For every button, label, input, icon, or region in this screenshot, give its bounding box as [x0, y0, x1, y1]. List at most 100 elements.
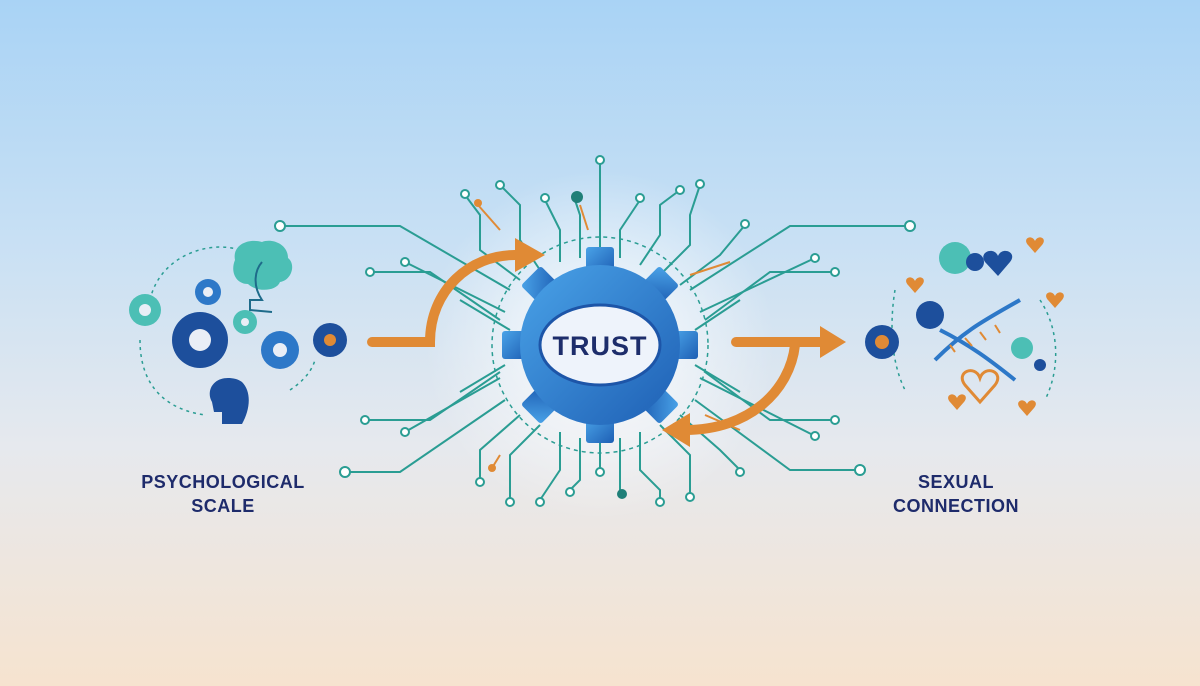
dna-icon	[933, 298, 1021, 382]
circuit-dot	[488, 464, 496, 472]
heart-icon	[1018, 400, 1036, 416]
circuit-node	[339, 466, 351, 478]
heart-icon	[906, 277, 924, 293]
label-line: SEXUAL	[917, 472, 994, 492]
arrow-upper	[367, 250, 520, 347]
dna-rungs-icon	[949, 324, 1001, 353]
circuit-node	[274, 220, 286, 232]
circuit-node	[635, 193, 645, 203]
circuit-nodes	[274, 155, 916, 507]
molecule-icon	[1034, 359, 1046, 371]
circuit-line	[459, 364, 506, 393]
circuit-line	[689, 261, 731, 276]
circuit-dot	[571, 191, 583, 203]
circuit-line	[619, 199, 641, 258]
connection-cluster-icon	[865, 237, 1064, 416]
circuit-lines	[280, 160, 910, 501]
brain-icon	[233, 240, 293, 290]
molecule-icon	[916, 301, 944, 329]
circuit-line	[694, 299, 741, 331]
head-outline-icon	[249, 261, 273, 313]
head-silhouette-icon	[209, 378, 249, 424]
circuit-line	[689, 225, 910, 291]
heart-icon	[1046, 292, 1064, 308]
arrowhead-upper	[515, 238, 545, 272]
circuit-line	[659, 184, 701, 276]
circuit-line	[574, 199, 581, 258]
circuit-node	[695, 179, 705, 189]
cluster-dash	[149, 246, 241, 301]
cluster-dash	[1039, 299, 1057, 401]
circuit-line	[464, 194, 521, 281]
circuit-node	[495, 180, 505, 190]
trust-gear: TRUST	[502, 247, 698, 443]
gear-icon-hole	[189, 329, 211, 351]
circuit-line	[639, 432, 661, 500]
cluster-dash	[289, 359, 316, 391]
circuit-node	[810, 253, 820, 263]
circuit-node	[830, 415, 840, 425]
cycle-arrows	[367, 250, 827, 435]
molecule-icon	[939, 242, 971, 274]
circuit-line	[404, 261, 506, 313]
dashed-ring	[491, 236, 709, 454]
psychology-cluster-icon	[129, 240, 347, 424]
circuit-node	[810, 431, 820, 441]
circuit-line	[479, 414, 521, 480]
molecule-icon	[966, 253, 984, 271]
circuit-line	[365, 371, 501, 421]
circuit-line	[509, 424, 541, 500]
trust-label: TRUST	[553, 331, 648, 361]
gear-hub	[538, 303, 662, 387]
arrow-lower	[680, 340, 800, 435]
heart-icon	[1026, 237, 1044, 253]
circuit-node	[655, 497, 665, 507]
target-icon-core	[875, 335, 889, 349]
circuit-line	[370, 271, 501, 321]
circuit-node	[854, 464, 866, 476]
circuit-line	[569, 438, 581, 491]
label-line: SCALE	[191, 496, 255, 516]
circuit-node	[400, 257, 410, 267]
circuit-node	[400, 427, 410, 437]
circuit-line	[659, 424, 691, 495]
circuit-dot	[474, 199, 482, 207]
circuit-node	[595, 467, 605, 477]
gear-icon-hole	[203, 287, 213, 297]
circuit-node	[365, 267, 375, 277]
heart-outline-icon	[960, 369, 1000, 405]
circuit-line	[544, 199, 561, 262]
circuit-line	[704, 271, 835, 321]
circuit-node	[735, 467, 745, 477]
circuit-line	[477, 204, 501, 231]
label-line: PSYCHOLOGICAL	[141, 472, 305, 492]
network-icon-core	[324, 334, 336, 346]
circuit-node	[475, 477, 485, 487]
circuit-line	[704, 371, 835, 421]
gear-icon-hole	[241, 318, 249, 326]
circuit-node	[685, 492, 695, 502]
circuit-node	[540, 193, 550, 203]
circuit-node	[505, 497, 515, 507]
heart-icon	[948, 394, 966, 410]
circuit-node	[904, 220, 916, 232]
arrowhead-right	[820, 326, 846, 358]
circuit-node	[535, 497, 545, 507]
circuit-node	[460, 189, 470, 199]
arrowhead-lower	[662, 413, 690, 447]
circuit-line	[345, 399, 506, 473]
heart-icon	[983, 250, 1013, 276]
circuit-node	[360, 415, 370, 425]
circuit-node	[740, 219, 750, 229]
gear-icon-hole	[273, 343, 287, 357]
circuit-line	[679, 224, 746, 286]
circuit-line	[579, 204, 589, 231]
circuit-node	[595, 155, 605, 165]
circuit-node	[830, 267, 840, 277]
cluster-dash	[139, 339, 206, 416]
psychological-scale-label: PSYCHOLOGICAL SCALE	[118, 470, 328, 518]
circuit-line	[699, 257, 816, 313]
label-line: CONNECTION	[893, 496, 1019, 516]
